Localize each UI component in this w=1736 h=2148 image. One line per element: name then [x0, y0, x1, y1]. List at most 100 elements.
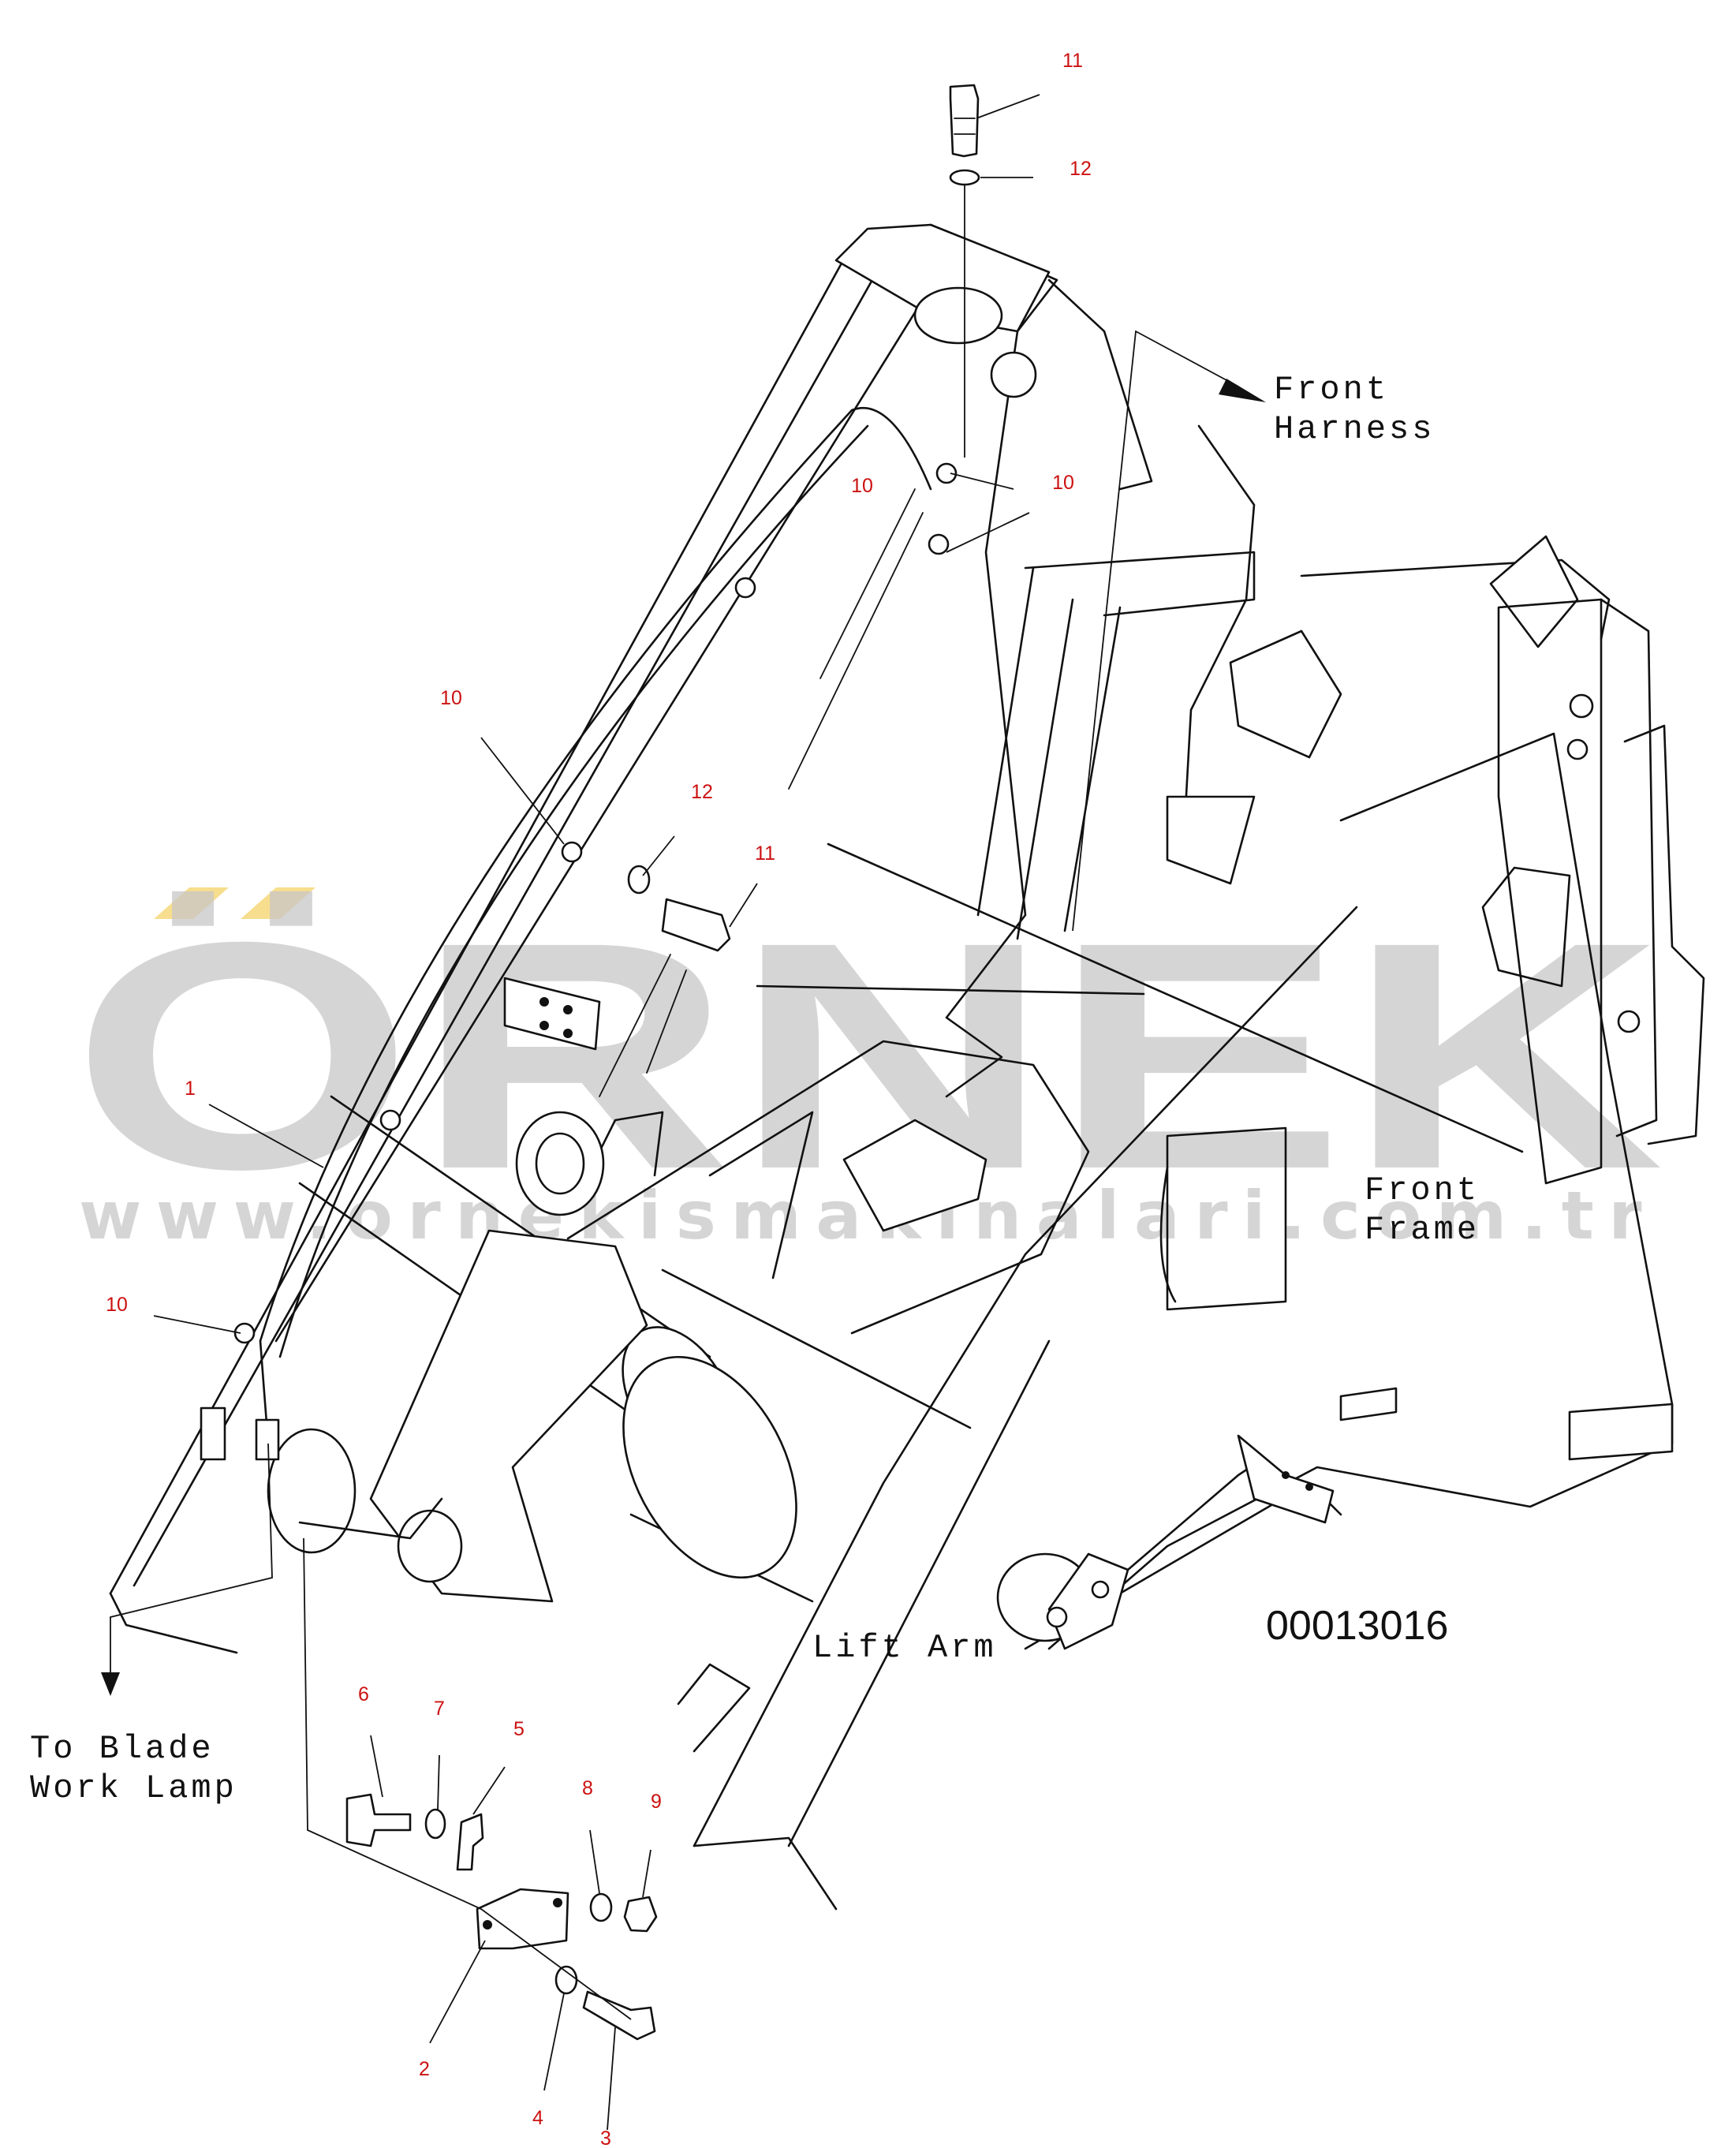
leader-11-top — [976, 94, 1040, 119]
clamp-top-2 — [928, 533, 950, 555]
left-arm-inner-edge — [133, 259, 885, 1587]
part-12-washer-top — [949, 169, 980, 186]
bellcrank-upper-bracket — [598, 1111, 664, 1177]
bellcrank-link — [369, 1229, 648, 1603]
side-plate-bolt-3 — [1617, 1010, 1641, 1033]
bucket-link-left — [1182, 424, 1256, 854]
callout-12-top[interactable]: 12 — [1070, 158, 1092, 180]
leader-10-d — [153, 1315, 241, 1334]
rear-hinge-plate — [1568, 1403, 1674, 1461]
callout-7[interactable]: 7 — [434, 1698, 445, 1720]
callout-10-d[interactable]: 10 — [106, 1294, 128, 1316]
front-harness-leader — [1072, 330, 1239, 932]
lift-arm-end — [693, 1836, 838, 1911]
callout-8[interactable]: 8 — [582, 1777, 593, 1799]
bracket-hole-1 — [539, 997, 549, 1007]
top-bracket-right — [1047, 278, 1153, 491]
bucket-link-plate — [1024, 551, 1256, 617]
part-7-washer — [424, 1808, 446, 1840]
top-pivot-bore — [913, 286, 1003, 345]
right-lower-bolt-2 — [1091, 1580, 1110, 1599]
lift-arm-drawing — [109, 223, 1705, 1911]
callout-leaders — [153, 94, 1040, 2131]
bellcrank-pin — [397, 1509, 463, 1583]
leader-10-b — [946, 512, 1030, 553]
callout-12-mid[interactable]: 12 — [691, 781, 713, 803]
leader-5 — [472, 1766, 506, 1815]
side-plate-bolt-1 — [1569, 693, 1594, 719]
front-frame-outer — [1623, 724, 1705, 1145]
callout-9[interactable]: 9 — [651, 1791, 662, 1813]
callout-4[interactable]: 4 — [532, 2107, 543, 2129]
label-to-blade: To Blade — [30, 1730, 215, 1768]
part-4-washer — [554, 1965, 578, 1995]
bracket-lower-tab — [677, 1663, 751, 1753]
bracket-plate-upper — [503, 977, 601, 1051]
left-arm-foot — [109, 1592, 238, 1654]
clamp-mid-2 — [561, 841, 583, 863]
bracket-hole-2 — [563, 1005, 573, 1014]
front-frame-window — [1166, 1126, 1287, 1311]
bracket-hole-6 — [1305, 1483, 1313, 1491]
leader-9 — [642, 1849, 651, 1898]
clamp-low — [379, 1109, 401, 1131]
leader-1 — [208, 1104, 324, 1168]
callout-11-top[interactable]: 11 — [1062, 50, 1083, 72]
part-6-bolt — [345, 1793, 412, 1847]
callout-6[interactable]: 6 — [358, 1683, 369, 1705]
label-leaders — [101, 330, 1266, 1696]
leader-8 — [589, 1829, 600, 1894]
part-3-bolt — [582, 1990, 656, 2041]
front-frame-top-edge — [1300, 558, 1611, 641]
harness-bracket-left — [200, 1406, 226, 1461]
part-11-bolt-top — [949, 84, 980, 158]
leader-11-mid — [729, 883, 758, 928]
text-labels: Front Harness Front Frame Lift Arm To Bl… — [30, 371, 1480, 1807]
leader-3 — [607, 2027, 616, 2131]
callout-11-mid[interactable]: 11 — [755, 842, 775, 865]
center-body — [566, 1040, 1090, 1335]
part-12-washer-mid — [627, 865, 651, 895]
label-front-frame-line1: Front — [1365, 1171, 1480, 1209]
label-front-harness-line2: Harness — [1274, 410, 1435, 448]
part-2-hole-1 — [483, 1920, 492, 1929]
part-2-hole-2 — [553, 1898, 562, 1907]
callout-3[interactable]: 3 — [600, 2127, 611, 2148]
cross-beam-line — [756, 984, 1145, 996]
left-pivot-boss — [267, 1428, 357, 1554]
blade-lamp-leader — [110, 1443, 273, 1680]
leader-12-mid — [642, 835, 675, 876]
clamp-mid-1 — [734, 577, 756, 599]
callouts: 11 12 10 10 10 12 11 1 10 6 7 5 8 9 2 4 … — [106, 50, 1092, 2148]
cross-beam-top — [827, 842, 1524, 1153]
label-front-harness-line1: Front — [1274, 371, 1389, 409]
watermark-accent-right — [241, 887, 315, 919]
clamp-top-1 — [935, 462, 958, 484]
front-frame-side-plate-edge — [1600, 598, 1658, 1138]
center-body-block — [842, 1119, 987, 1232]
left-pivot-shaft — [298, 1497, 443, 1540]
leader-6 — [370, 1735, 383, 1798]
bracket-hole-4 — [563, 1029, 573, 1038]
small-block-right — [1166, 795, 1256, 885]
main-tube-end — [622, 1355, 797, 1579]
callout-10-a[interactable]: 10 — [851, 475, 873, 497]
callout-2[interactable]: 2 — [419, 2058, 430, 2080]
part-8-washer — [589, 1892, 613, 1922]
top-pivot-pin — [990, 351, 1037, 398]
callout-5[interactable]: 5 — [513, 1718, 525, 1740]
harness-connector — [255, 1418, 280, 1461]
harness-lower-branch — [599, 954, 687, 1097]
callout-10-c[interactable]: 10 — [440, 687, 462, 709]
leader-10-a — [950, 473, 1014, 490]
callout-1[interactable]: 1 — [185, 1078, 196, 1100]
label-work-lamp: Work Lamp — [30, 1769, 237, 1807]
leader-10-c — [480, 737, 565, 845]
tilt-lever — [1489, 535, 1579, 648]
front-frame-slot — [1339, 1387, 1398, 1421]
leader-2 — [429, 1940, 486, 2044]
right-lower-arm — [1126, 1458, 1264, 1571]
callout-10-b[interactable]: 10 — [1052, 472, 1074, 494]
